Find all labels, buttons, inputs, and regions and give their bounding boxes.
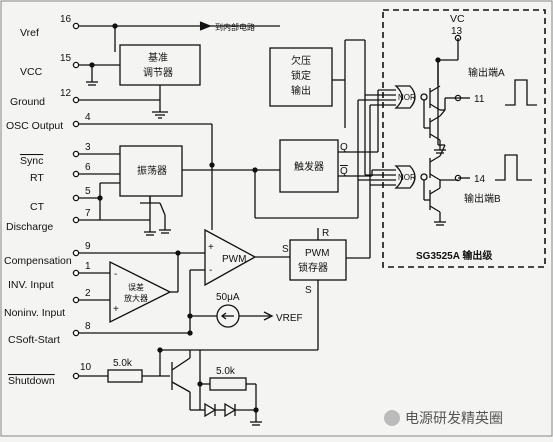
pin-label-ct: CT [30,201,45,213]
uvlo-label-3: 输出 [291,84,311,97]
output-stage-box [382,9,546,268]
pin-num-discharge: 7 [85,208,91,219]
watermark-text: 电源研发精英圈 [405,410,503,426]
uvlo-label-1: 欠压 [291,54,311,67]
latch-s1-label: S [282,244,289,255]
erramp-plus: + [113,304,119,315]
pin-num-noninv-input: 2 [85,288,91,299]
resistor1-label: 5.0k [113,358,133,369]
uvlo-label-2: 锁定 [291,69,311,82]
erramp-label-1: 误差 [128,282,144,292]
pin-label-vc: VC [450,13,465,25]
pin-label-vcc: VCC [20,66,43,78]
pin-num-vref: 16 [60,14,72,25]
oscillator-label: 振荡器 [137,164,167,177]
pin-label-vref: Vref [20,27,39,39]
resistor2-label: 5.0k [216,366,236,377]
output-a-label: 输出端A [468,66,505,79]
pin-label-inv-input: INV. Input [8,279,54,291]
nor-a-label: NOR [398,93,416,102]
pin-label-compensation: Compensation [4,255,72,267]
pin-label-sync: Sync [20,155,43,167]
latch-label-1: PWM [305,248,329,259]
reference-label-2: 调节器 [143,67,173,79]
flipflop-label: 触发器 [294,160,324,173]
flipflop-q-label: Q [340,142,348,153]
reference-label-1: 基准 [148,51,168,64]
pin-num-rt: 6 [85,162,91,173]
pin-label-noninv-input: Noninv. Input [4,307,65,319]
waveform-b [495,154,532,181]
flipflop-qbar-label: Q [340,166,348,177]
output-b-label: 输出端B [464,192,501,205]
latch-label-2: 锁存器 [298,261,328,274]
comparator-plus: + [208,242,214,253]
shutdown-resistor [107,369,143,383]
pin-label-osc-output: OSC Output [6,120,63,132]
pwm-comparator-label: PWM [222,254,246,265]
pin-num-shutdown: 10 [80,362,92,373]
pin-num-csoft-start: 8 [85,321,91,332]
pin-num-out-b: 14 [474,174,486,185]
error-amplifier [109,260,172,324]
erramp-minus: - [114,269,117,280]
pin-num-sync: 3 [85,142,91,153]
to-internal-label: 到内部电路 [215,22,255,32]
pin-num-ct: 5 [85,186,91,197]
pin-label-shutdown: Shutdown [8,375,55,387]
pin-label-discharge: Discharge [6,221,53,233]
flipflop-block [279,139,339,193]
pin-num-compensation: 9 [85,241,91,252]
pin-label-csoft-start: CSoft-Start [8,334,60,346]
pwm-latch-block [289,239,347,281]
nor-gate-a [394,85,416,109]
latch-s2-label: S [305,285,312,296]
vref-arrow-label: VREF [276,313,303,324]
comparator-minus: - [209,265,212,276]
pwm-comparator [204,228,257,287]
oscillator-block [119,145,183,197]
pin-num-vcc: 15 [60,53,72,64]
pin-num-ground: 12 [60,88,72,99]
output-stage-label: SG3525A 输出级 [416,249,493,262]
uvlo-block [269,47,333,107]
pin-label-rt: RT [30,172,44,184]
erramp-label-2: 放大器 [124,293,148,303]
nor-gate-b [394,165,416,189]
nor-b-label: NOR [398,173,416,182]
reference-regulator-block [119,44,201,86]
resistor-5k [209,377,247,391]
pin-num-vc: 13 [451,26,463,37]
pin-num-inv-input: 1 [85,261,91,272]
pin-num-osc-output: 4 [85,112,91,123]
pin-label-ground: Ground [10,96,45,108]
pin-num-out-a: 11 [474,94,485,105]
latch-r-label: R [322,228,329,239]
waveform-a [505,79,537,106]
current-source-label: 50μA [216,292,240,303]
